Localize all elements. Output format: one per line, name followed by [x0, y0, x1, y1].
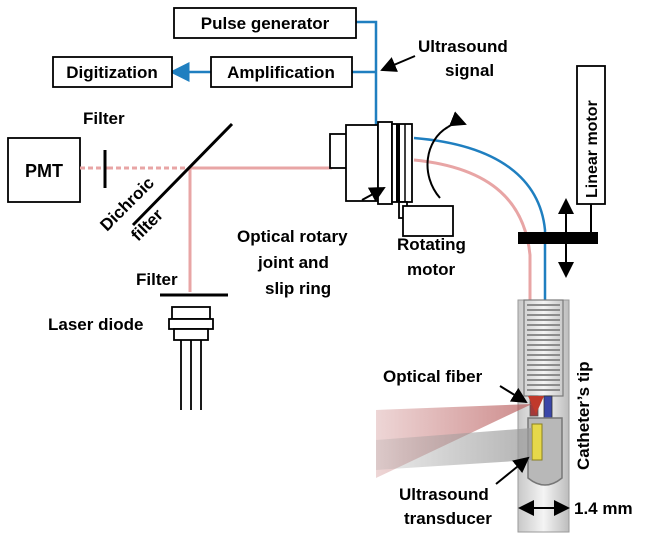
- catheter-tip: [517, 299, 570, 533]
- laser-diode-label: Laser diode: [48, 315, 143, 334]
- transducer-arrow: [495, 456, 530, 485]
- pmt-label: PMT: [25, 161, 63, 181]
- ultrasound-signal-label-line1: Ultrasound: [418, 37, 508, 56]
- digitization-box: Digitization: [52, 56, 173, 88]
- rotary-label-line1: Optical rotary: [237, 227, 348, 246]
- rotating-motor-label-line2: motor: [407, 260, 456, 279]
- rotating-motor-label-line1: Rotating: [397, 235, 466, 254]
- linear-stage-bar: [518, 232, 598, 244]
- laser-diode: [168, 306, 214, 410]
- filter-bottom-label: Filter: [136, 270, 178, 289]
- linear-motor-box: Linear motor: [576, 65, 606, 205]
- pulse-generator-box: Pulse generator: [173, 7, 357, 39]
- filter-top-label: Filter: [83, 109, 125, 128]
- amplification-box: Amplification: [210, 56, 353, 88]
- rotation-indicator: [426, 126, 449, 199]
- pulse-generator-label: Pulse generator: [201, 14, 330, 33]
- rotating-motor: [398, 201, 454, 237]
- rotary-joint-slip-ring: [329, 121, 413, 205]
- rotary-joint-arrow: [361, 187, 386, 202]
- optical-fiber-arrow: [499, 385, 528, 404]
- ultrasound-transducer-label-line2: transducer: [404, 509, 492, 528]
- amplification-label: Amplification: [227, 63, 335, 82]
- rotary-label-line2: joint and: [257, 253, 329, 272]
- ultrasound-signal-arrow: [380, 55, 416, 72]
- dimension-label: 1.4 mm: [574, 499, 633, 518]
- ultrasound-signal-label-line2: signal: [445, 61, 494, 80]
- ultrasound-transducer-label-line1: Ultrasound: [399, 485, 489, 504]
- dichroic-filter: [131, 122, 234, 227]
- digitization-label: Digitization: [66, 63, 158, 82]
- fiber-tip-icon: [528, 396, 544, 414]
- ultrasound-signal-wiring: [169, 20, 547, 305]
- pmt-box: PMT: [7, 137, 81, 203]
- optical-fiber-label: Optical fiber: [383, 367, 483, 386]
- rotary-label-line3: slip ring: [265, 279, 331, 298]
- ultrasound-beam: [376, 428, 532, 470]
- linear-motor-label: Linear motor: [584, 100, 601, 198]
- catheter-tip-label: Catheter’s tip: [574, 361, 593, 470]
- laser-beam-path: [80, 158, 532, 305]
- transducer-element: [531, 423, 543, 461]
- rotation-arrow-icon: [447, 111, 467, 128]
